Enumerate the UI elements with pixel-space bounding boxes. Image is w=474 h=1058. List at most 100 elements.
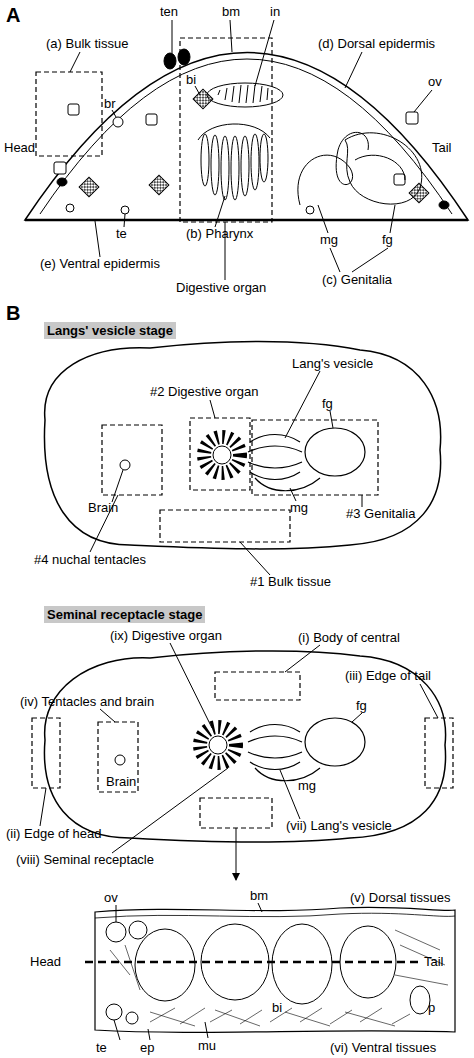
- flatworm-section: [439, 201, 449, 209]
- leader-line: [318, 205, 328, 233]
- panel-letter: B: [6, 302, 20, 324]
- flatworm-section: [68, 104, 79, 115]
- part-label: mg: [290, 500, 308, 515]
- leader-line: [285, 645, 320, 672]
- flatworm-section: [355, 155, 405, 180]
- part-label: bi: [186, 72, 196, 87]
- leader-line: [352, 248, 388, 272]
- part-label: (d) Dorsal epidermis: [318, 36, 435, 51]
- part-label: Head: [4, 140, 35, 155]
- region-box: [98, 722, 138, 792]
- flatworm-section: [260, 134, 268, 182]
- tissue-section: [95, 913, 455, 918]
- flatworm-section: [25, 49, 468, 220]
- leader-line: [170, 643, 212, 728]
- flatworm-section: [146, 114, 157, 125]
- leader-line: [100, 709, 115, 722]
- region-box: [102, 418, 378, 542]
- flatworm-section: [113, 117, 123, 127]
- flatworm-section: [201, 134, 209, 186]
- part-label: ov: [428, 74, 442, 89]
- flatworm-outline: [120, 460, 130, 470]
- leader-line: [330, 248, 340, 272]
- tissue-section: [106, 922, 126, 942]
- flatworm-outline: [209, 736, 227, 754]
- flatworm-section: [57, 178, 67, 186]
- part-label: br: [104, 96, 116, 111]
- leader-line: [114, 1020, 120, 1040]
- leader-line: [116, 905, 117, 922]
- stage-heading: Langs' vesicle stage: [44, 322, 176, 339]
- flatworm-section: [79, 177, 99, 197]
- part-label: Lang's vesicle: [292, 356, 373, 371]
- part-label: (e) Ventral epidermis: [40, 256, 160, 271]
- part-label: #2 Digestive organ: [150, 384, 258, 399]
- part-label: (ii) Edge of head: [6, 826, 101, 841]
- leader-line: [172, 20, 173, 53]
- region-box: [252, 420, 378, 495]
- flatworm-section: [193, 89, 213, 109]
- region-box: [36, 72, 102, 156]
- flatworm-section: [54, 162, 66, 174]
- flatworm-section: [394, 174, 405, 185]
- flatworm-section: [345, 133, 422, 204]
- flatworm-section: [198, 124, 270, 140]
- flatworm-outline: [44, 651, 445, 842]
- part-label: fg: [382, 232, 393, 247]
- region-box: [180, 38, 272, 222]
- part-label: fg: [322, 396, 333, 411]
- tissue-section: [126, 1012, 138, 1024]
- flatworm-outline: [213, 446, 231, 464]
- leader-line: [236, 828, 237, 880]
- tissue-section: [85, 907, 455, 1032]
- region-box: [36, 38, 272, 222]
- flatworm-section: [251, 134, 259, 190]
- leader-line: [112, 470, 123, 502]
- leader-line: [414, 90, 432, 112]
- panel-letter: A: [6, 4, 20, 26]
- flatworm-section: [231, 136, 239, 200]
- flatworm-outline: [255, 478, 320, 491]
- flatworm-outline: [248, 435, 302, 480]
- flatworm-section: [406, 112, 418, 124]
- flatworm-outline: [115, 755, 125, 765]
- flatworm-section: [221, 136, 229, 200]
- flatworm-outline: [248, 725, 302, 770]
- part-label: (iii) Edge of tail: [345, 668, 431, 683]
- part-label: Brain: [106, 774, 136, 789]
- part-label: fg: [356, 698, 367, 713]
- part-label: #1 Bulk tissue: [250, 574, 331, 589]
- flatworm-section: [121, 206, 129, 214]
- leader-line: [215, 196, 225, 227]
- part-label: (a) Bulk tissue: [46, 36, 128, 51]
- region-box: [215, 672, 300, 700]
- leader-line: [362, 495, 363, 507]
- stage-heading: Seminal receptacle stage: [44, 606, 205, 623]
- part-label: ten: [160, 4, 178, 19]
- part-label: bm: [250, 888, 268, 903]
- leader-line: [230, 20, 232, 52]
- part-label: (c) Genitalia: [322, 272, 392, 287]
- leader-line: [290, 488, 296, 501]
- region-box: [425, 718, 453, 788]
- tissue-section: [106, 1004, 122, 1020]
- leader-line: [210, 400, 215, 418]
- flatworm-outline: [44, 342, 440, 549]
- part-label: (ix) Digestive organ: [110, 628, 222, 643]
- part-label: bm: [222, 4, 240, 19]
- part-label: (viii) Seminal receptacle: [16, 852, 154, 867]
- flatworm-outline: [305, 718, 365, 766]
- part-label: in: [270, 4, 280, 19]
- part-label: (i) Body of central: [298, 630, 400, 645]
- flatworm-outline: [44, 651, 445, 842]
- leader-line: [352, 713, 362, 722]
- part-label: Head: [30, 954, 61, 969]
- leader-line: [95, 221, 100, 257]
- part-label: (vi) Ventral tissues: [330, 1040, 436, 1055]
- leader-line: [280, 770, 300, 819]
- part-label: (b) Pharynx: [186, 226, 253, 241]
- leader-line: [90, 371, 362, 575]
- region-box: [32, 718, 60, 788]
- tissue-section: [110, 930, 448, 990]
